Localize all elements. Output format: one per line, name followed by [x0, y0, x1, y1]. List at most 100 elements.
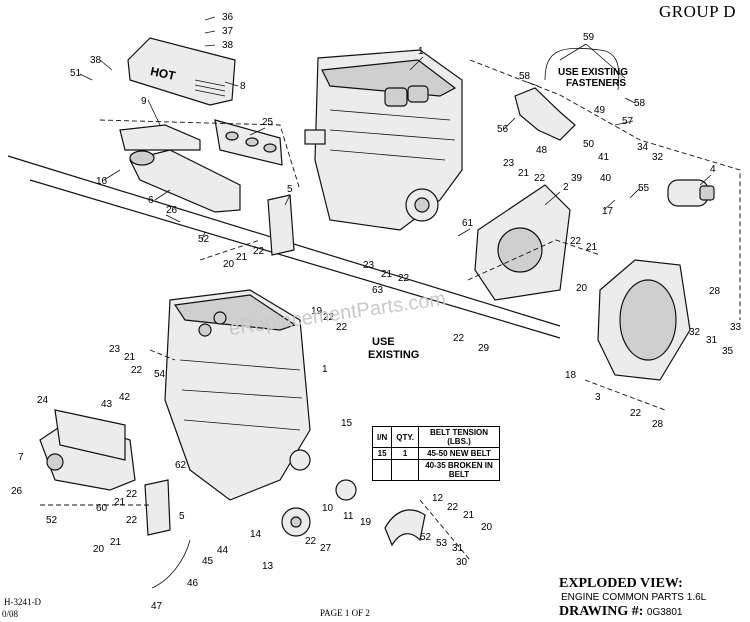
callout-43: 43 [101, 399, 113, 410]
callout-30: 30 [456, 557, 468, 568]
callout-28: 28 [652, 419, 664, 430]
callout-21: 21 [463, 510, 475, 521]
callout-9: 9 [141, 96, 147, 107]
starter-motor [667, 179, 715, 207]
callout-1: 1 [322, 364, 328, 375]
callout-20: 20 [481, 522, 493, 533]
page-number: PAGE 1 OF 2 [320, 608, 370, 618]
cell-tension: 40-35 BROKEN IN BELT [418, 459, 501, 481]
callout-45: 45 [202, 556, 214, 567]
callout-19: 19 [360, 517, 372, 528]
callout-21: 21 [236, 252, 248, 263]
upper-engine-block [304, 49, 463, 231]
callout-54: 54 [154, 369, 166, 380]
callout-41: 41 [598, 152, 610, 163]
callout-21: 21 [381, 269, 393, 280]
callout-49: 49 [594, 105, 606, 116]
callout-57: 57 [622, 116, 634, 127]
callout-4: 4 [710, 164, 716, 175]
heat-shield: HOT [127, 37, 236, 106]
callout-20: 20 [223, 259, 235, 270]
callout-28: 28 [709, 286, 721, 297]
callout-13: 13 [262, 561, 274, 572]
exhaust-manifold-lower [39, 409, 136, 491]
belt-tension-table: I/N QTY. BELT TENSION (LBS.) 15 1 45-50 … [371, 426, 501, 481]
callout-20: 20 [93, 544, 105, 555]
callout-14: 14 [250, 529, 262, 540]
callout-8: 8 [240, 81, 246, 92]
callout-22: 22 [305, 536, 317, 547]
divider-line-lower [29, 179, 561, 339]
callout-36: 36 [222, 12, 234, 23]
note-line-1: USE [372, 336, 395, 348]
callout-32: 32 [689, 327, 701, 338]
callout-23: 23 [363, 260, 375, 271]
callout-7: 7 [18, 452, 24, 463]
callout-38: 38 [222, 40, 234, 51]
callout-29: 29 [478, 343, 490, 354]
callout-19: 19 [311, 306, 323, 317]
note-use-existing: USE EXISTING [368, 336, 419, 362]
thermostat-assembly [514, 47, 620, 141]
callout-22: 22 [398, 273, 410, 284]
exploded-view-title: EXPLODED VIEW: [559, 576, 683, 591]
callout-21: 21 [110, 537, 122, 548]
callout-35: 35 [722, 346, 734, 357]
header-in: I/N [371, 426, 393, 448]
callout-46: 46 [187, 578, 199, 589]
callout-34: 34 [637, 142, 649, 153]
cell-qty: 1 [391, 447, 420, 460]
callout-26: 26 [166, 205, 178, 216]
callout-5: 5 [287, 184, 293, 195]
table-row: 40-35 BROKEN IN BELT [371, 459, 501, 481]
callout-20: 20 [576, 283, 588, 294]
callout-40: 40 [600, 173, 612, 184]
note-line-1: USE EXISTING [558, 67, 629, 78]
callout-44: 44 [217, 545, 229, 556]
note-line-2: EXISTING [368, 349, 420, 361]
callout-22: 22 [447, 502, 459, 513]
callout-63: 63 [372, 285, 384, 296]
callout-22: 22 [253, 246, 265, 257]
callout-42: 42 [119, 392, 131, 403]
bracket-5-upper [267, 194, 295, 256]
callout-22: 22 [131, 365, 143, 376]
callout-16: 16 [96, 176, 108, 187]
callout-22: 22 [126, 515, 138, 526]
lower-engine-block [164, 289, 311, 501]
callout-31: 31 [452, 543, 464, 554]
callout-23: 23 [503, 158, 515, 169]
callout-27: 27 [320, 543, 332, 554]
cell-in: 15 [371, 447, 393, 460]
callout-62: 62 [175, 460, 187, 471]
callout-22: 22 [570, 236, 582, 247]
callout-21: 21 [586, 242, 598, 253]
tensioner-assembly [281, 479, 357, 537]
callout-1: 1 [418, 46, 424, 57]
cell-qty [391, 459, 420, 481]
callout-32: 32 [652, 152, 664, 163]
callout-22: 22 [336, 322, 348, 333]
document-number: H-3241-D [4, 597, 41, 607]
callout-24: 24 [37, 395, 49, 406]
callout-51: 51 [70, 68, 82, 79]
callout-11: 11 [343, 511, 354, 522]
callout-21: 21 [518, 168, 530, 179]
callout-33: 33 [730, 322, 742, 333]
callout-15: 15 [341, 418, 353, 429]
oil-pickup-tube [151, 539, 191, 589]
callout-37: 37 [222, 26, 234, 37]
callout-18: 18 [565, 370, 577, 381]
callout-2: 2 [563, 182, 569, 193]
note-use-existing-fasteners: USE EXISTING FASTENERS [558, 67, 628, 89]
bracket-9 [119, 124, 201, 151]
drawing-label: DRAWING #: [559, 604, 644, 619]
bell-housing [597, 259, 691, 381]
header-qty: QTY. [391, 426, 420, 448]
callout-50: 50 [583, 139, 595, 150]
callout-60: 60 [96, 503, 108, 514]
table-row: 15 1 45-50 NEW BELT [371, 447, 501, 460]
cell-in [371, 459, 393, 481]
callout-47: 47 [151, 601, 163, 612]
